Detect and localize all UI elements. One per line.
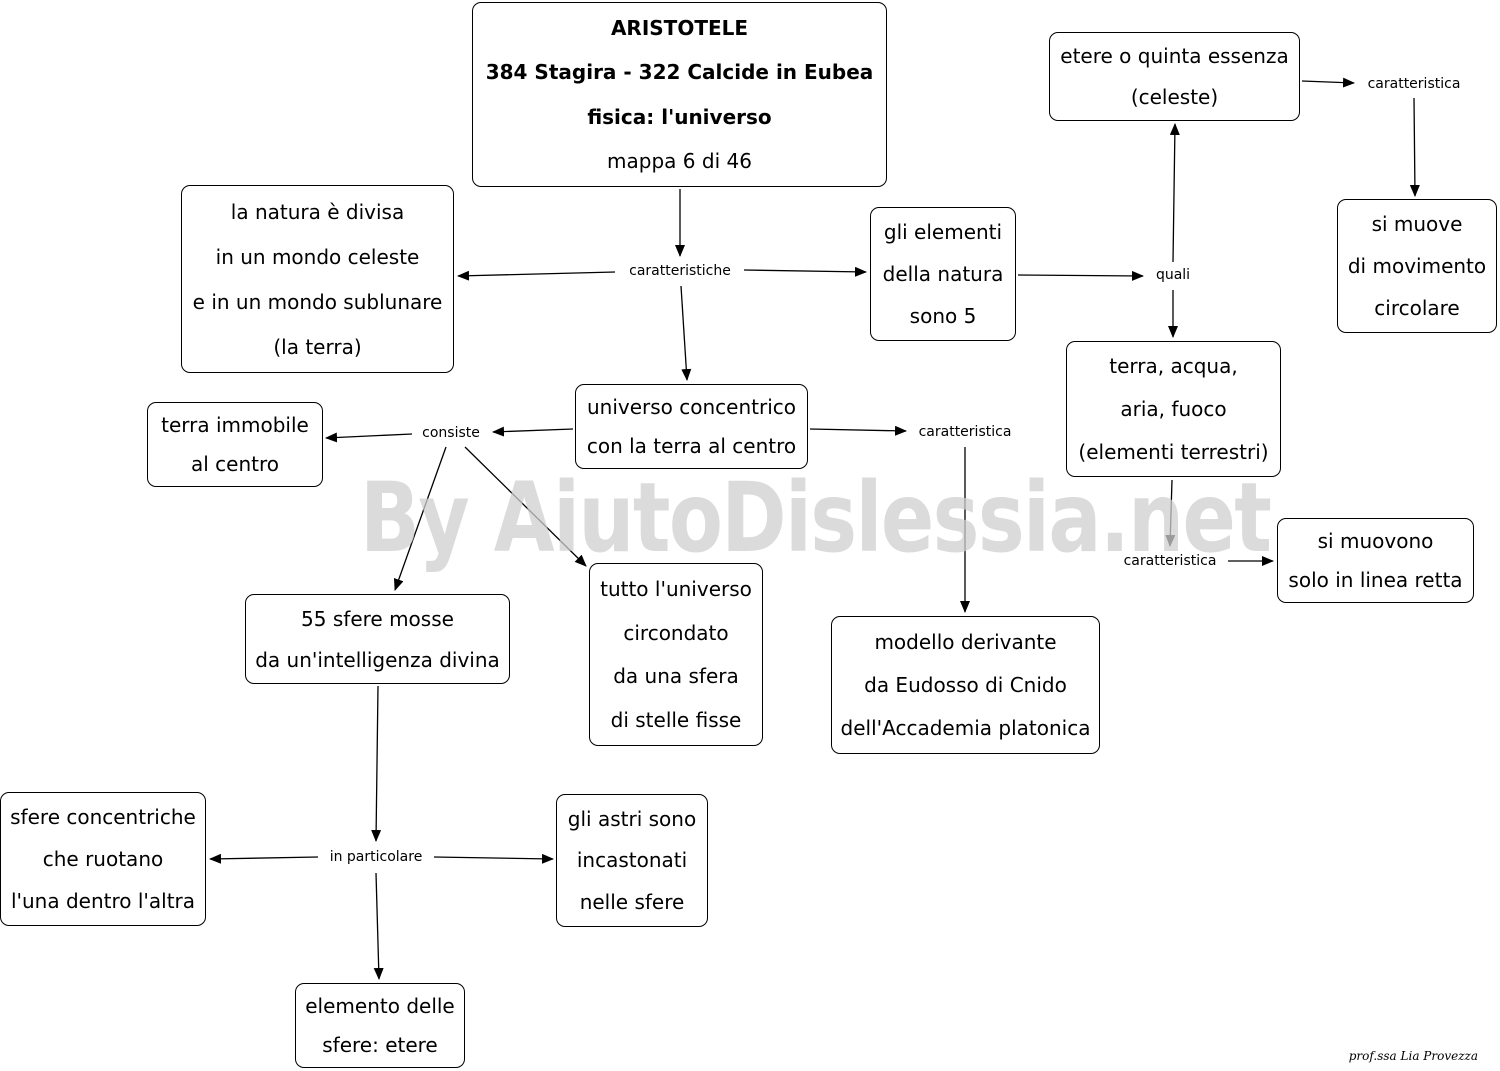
node-55-sfere: 55 sfere mosse da un'intelligenza divina [245,594,510,684]
node-text: la natura è divisa [230,199,405,224]
node-text: sfere: etere [322,1032,438,1057]
title-name: ARISTOTELE [610,16,749,41]
label-in-particolare: in particolare [327,849,425,865]
node-natura-divisa: la natura è divisa in un mondo celeste e… [181,185,454,373]
edge-consiste-stelle [464,446,587,567]
node-text: sfere concentriche [10,805,196,829]
node-linea-retta: si muovono solo in linea retta [1277,518,1474,603]
edge-particolare-astri [433,853,554,864]
node-etere-quinta-essenza: etere o quinta essenza (celeste) [1049,32,1300,121]
node-text: tutto l'universo [600,576,752,601]
author-signature: prof.ssa Lia Provezza [1348,1049,1478,1063]
node-elementi-natura: gli elementi della natura sono 5 [870,207,1016,341]
edge-universo-consiste [492,426,574,437]
node-text: si muove [1371,212,1463,236]
node-terra-immobile: terra immobile al centro [147,402,323,487]
node-sfere-concentriche: sfere concentriche che ruotano l'una den… [0,792,206,926]
node-movimento-circolare: si muove di movimento circolare [1337,199,1497,333]
node-text: con la terra al centro [586,433,797,458]
node-eudosso: modello derivante da Eudosso di Cnido de… [831,616,1100,754]
label-caratteristica-etere: caratteristica [1365,76,1463,92]
node-elementi-terrestri: terra, acqua, aria, fuoco (elementi terr… [1066,341,1281,477]
node-text: terra immobile [161,413,309,438]
edge-universo-caratteristica [809,425,907,436]
node-text: (elementi terrestri) [1078,439,1269,464]
node-text: che ruotano [42,847,164,871]
node-stelle-fisse: tutto l'universo circondato da una sfera… [589,563,763,746]
node-text: nelle sfere [579,890,685,915]
node-text: in un mondo celeste [215,244,420,269]
node-text: sono 5 [909,304,977,328]
node-text: (la terra) [273,334,362,359]
edge-caratteristica-circolare [1409,97,1420,197]
node-text: circolare [1374,296,1460,320]
node-text: gli elementi [883,220,1003,244]
title-topic: fisica: l'universo [587,104,772,129]
node-text: incastonati [576,848,688,873]
node-text: gli astri sono [567,806,697,831]
edge-caratteristiche-natura [457,270,616,281]
label-caratteristica-terrestri: caratteristica [1121,553,1219,569]
node-text: circondato [623,620,729,645]
edge-terrestri-caratteristica [1165,479,1176,547]
node-text: aria, fuoco [1120,396,1227,421]
edge-etere-caratteristica [1301,77,1355,88]
node-text: elemento delle [305,994,455,1019]
node-text: al centro [190,451,279,476]
title-node: ARISTOTELE 384 Stagira - 322 Calcide in … [472,2,887,187]
node-text: l'una dentro l'altra [10,889,196,913]
node-text: terra, acqua, [1109,354,1238,379]
node-text: e in un mondo sublunare [192,289,443,314]
node-text: modello derivante [874,629,1057,654]
node-text: si muovono [1317,529,1434,554]
edge-quali-etere [1169,123,1180,263]
node-text: da una sfera [613,664,739,689]
node-text: (celeste) [1130,84,1219,109]
edge-caratteristiche-elementi [743,266,867,277]
edge-consiste-terra [325,432,413,443]
node-text: di stelle fisse [610,708,742,733]
watermark: By AiutoDislessia.net [360,462,1272,574]
title-dates: 384 Stagira - 322 Calcide in Eubea [485,60,874,85]
node-text: solo in linea retta [1288,567,1463,592]
label-caratteristica-universo: caratteristica [916,424,1014,440]
node-text: 55 sfere mosse [301,606,454,631]
title-map-number: mappa 6 di 46 [607,148,752,173]
node-text: universo concentrico [586,395,797,420]
node-text: da Eudosso di Cnido [864,672,1067,697]
edge-consiste-sfere55 [393,446,447,591]
edge-elementi-quali [1017,270,1144,281]
node-text: da un'intelligenza divina [255,647,500,672]
node-universo-concentrico: universo concentrico con la terra al cen… [575,384,808,469]
edge-particolare-etere [373,872,384,980]
node-text: etere o quinta essenza [1060,44,1289,69]
node-astri-incastonati: gli astri sono incastonati nelle sfere [556,794,708,927]
label-quali: quali [1153,267,1193,283]
node-text: di movimento [1347,254,1487,278]
edge-sfere55-particolare [371,685,382,842]
edge-caratteristiche-universo [680,285,692,381]
node-text: dell'Accademia platonica [840,716,1091,741]
edge-particolare-sfereconc [209,853,319,864]
node-elemento-etere: elemento delle sfere: etere [295,983,465,1068]
label-caratteristiche: caratteristiche [627,263,733,279]
label-consiste: consiste [420,425,482,441]
node-text: della natura [882,262,1004,286]
